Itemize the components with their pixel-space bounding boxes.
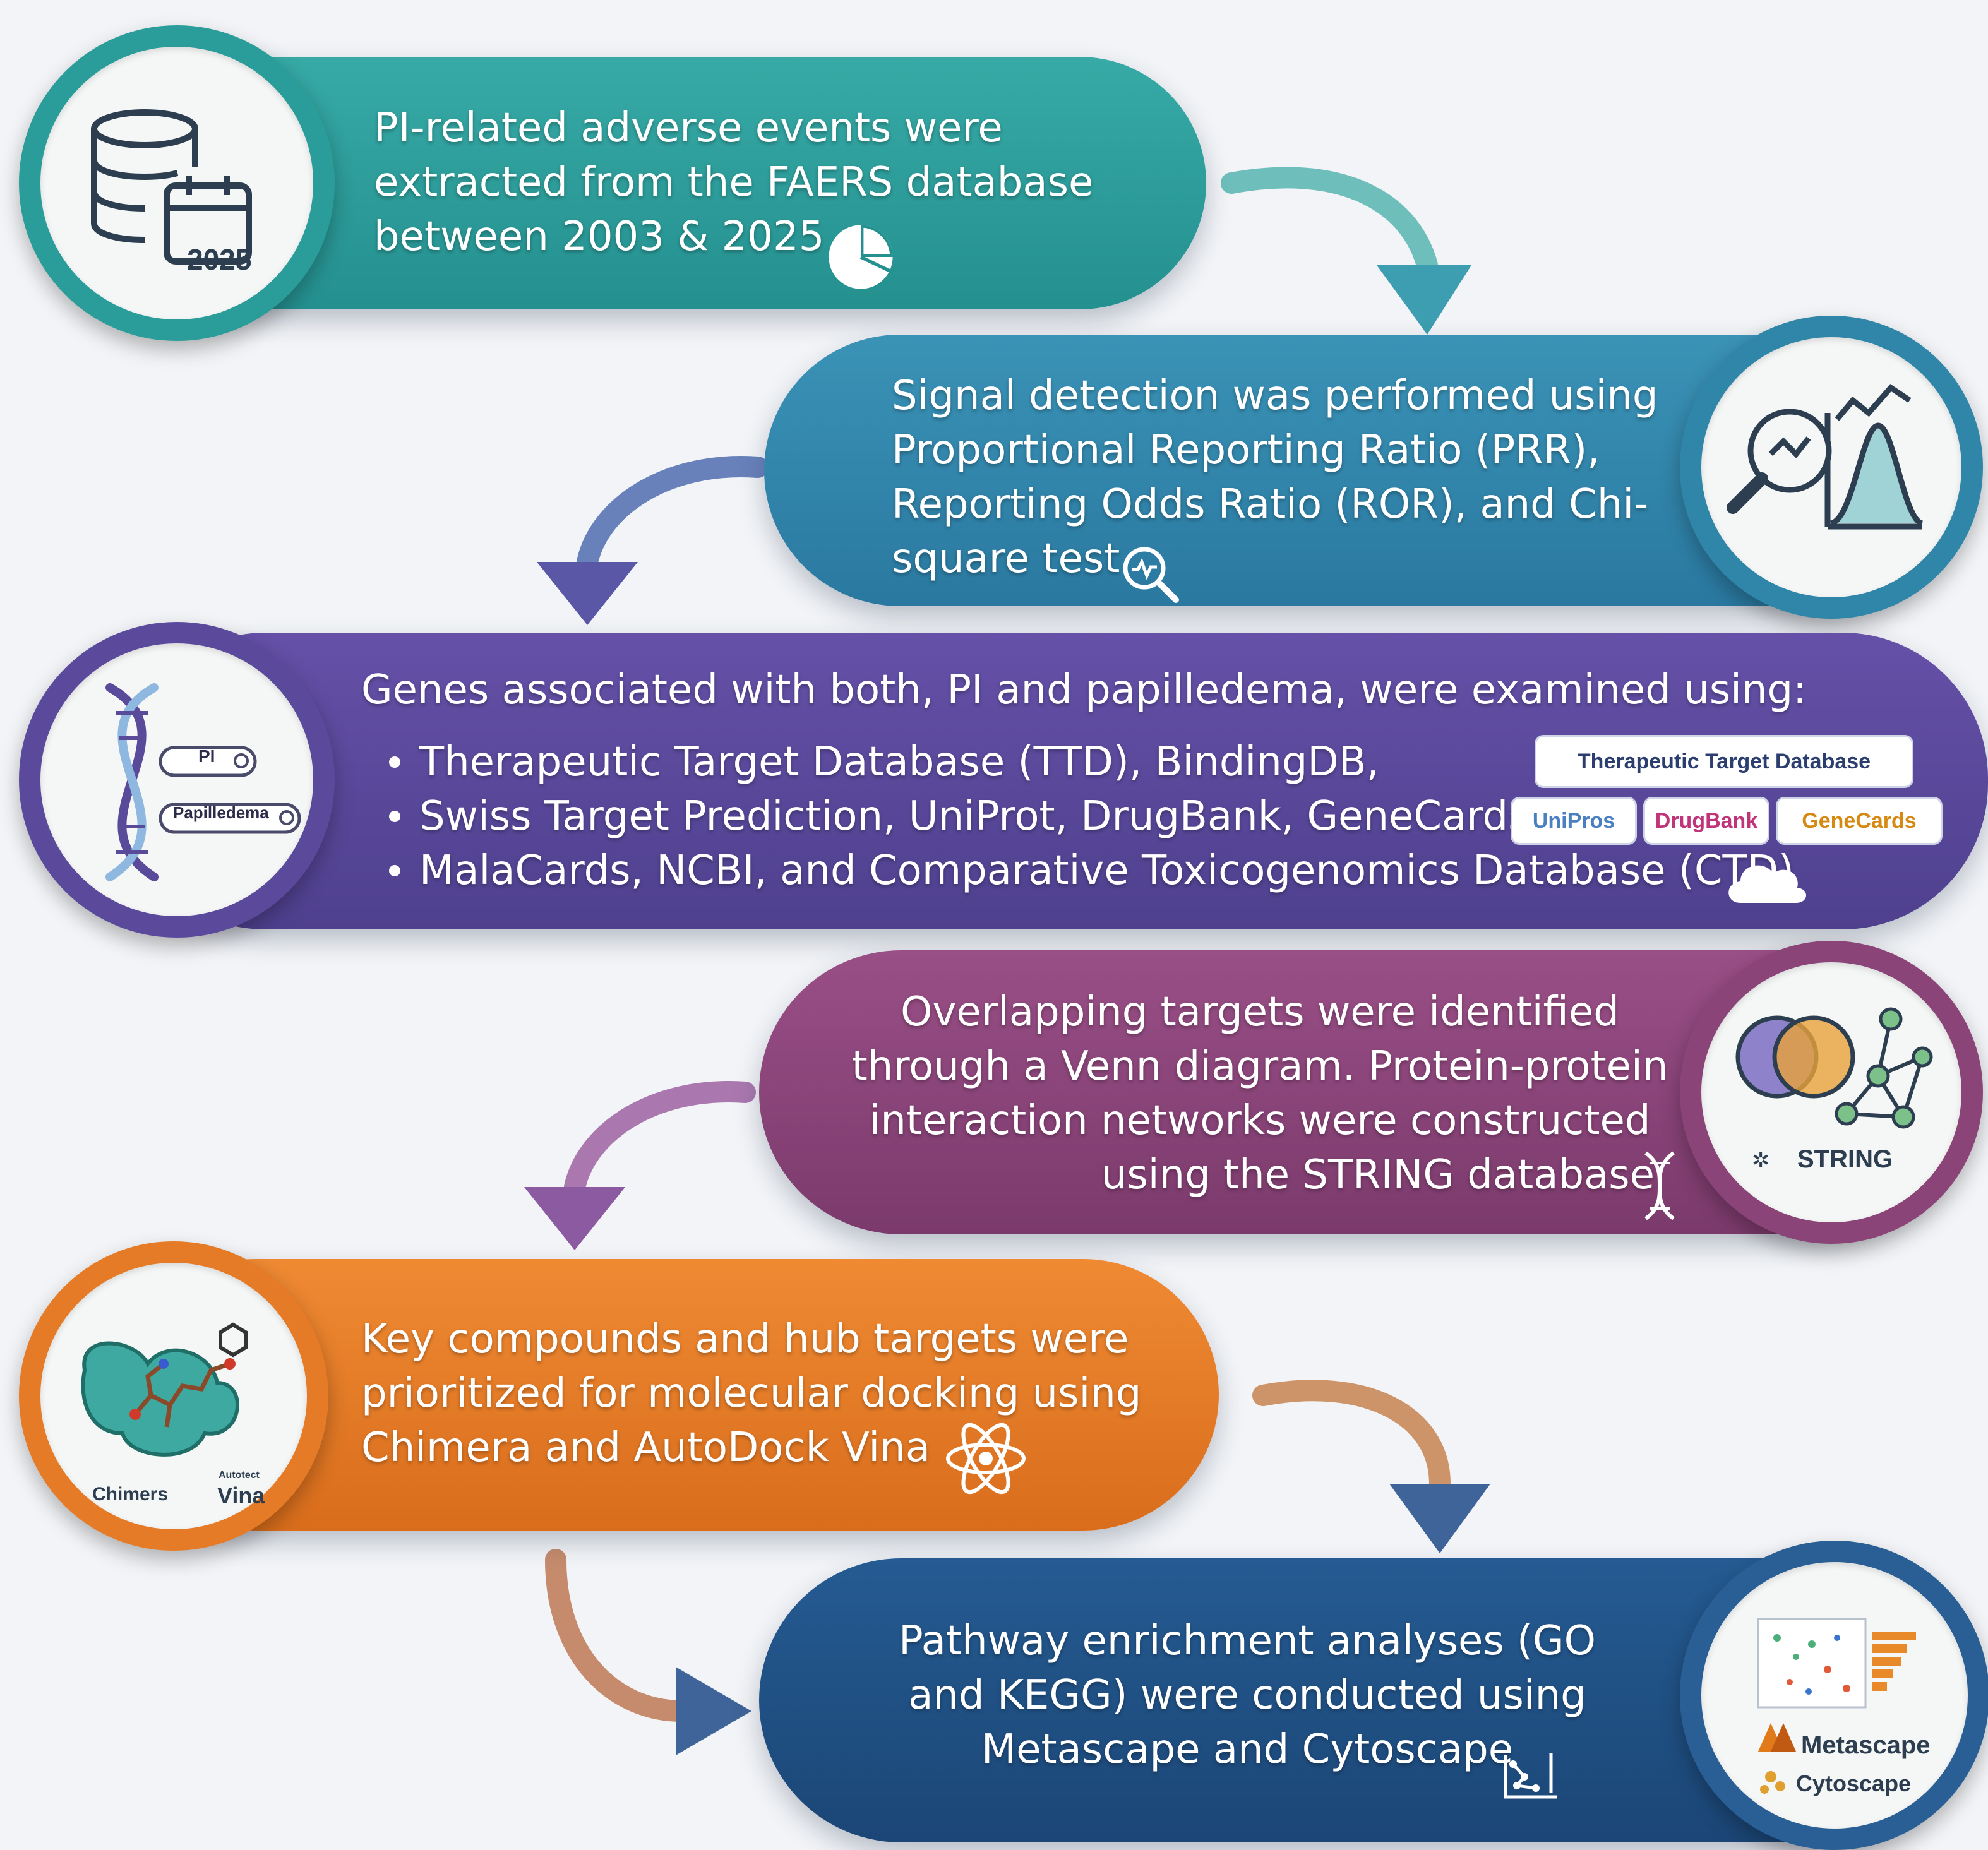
bullet-item-1: Therapeutic Target Database (TTD), Bindi… xyxy=(383,735,1794,789)
step-3-icon-circle: PI Papilledema xyxy=(19,622,335,938)
step-6-text: Pathway enrichment analyses (GO and KEGG… xyxy=(840,1614,1655,1777)
flow-arrow-2 xyxy=(537,456,769,625)
step-1-text: PI-related adverse events were extracted… xyxy=(374,101,1093,264)
step-3-bullets: Therapeutic Target Database (TTD), Bindi… xyxy=(383,735,1794,898)
step-2-line-1: Signal detection was performed using xyxy=(892,373,1658,419)
step-4-text: Overlapping targets were identified thro… xyxy=(840,985,1680,1202)
step-6-icon-circle: Metascape Cytoscape xyxy=(1680,1541,1988,1850)
svg-text:✲: ✲ xyxy=(1752,1148,1770,1173)
cytoscape-logo-text: Cytoscape xyxy=(1796,1770,1912,1796)
step-2-icon-circle xyxy=(1680,316,1983,619)
step-1-line-1: PI-related adverse events were xyxy=(374,105,1003,152)
step-6-line-3: Metascape and Cytoscape xyxy=(981,1726,1514,1773)
search-pulse-icon xyxy=(1123,547,1179,603)
atom-icon xyxy=(946,1423,1026,1495)
step-5-line-2: prioritized for molecular docking using xyxy=(361,1370,1142,1417)
magnifier-distribution-icon xyxy=(1727,384,1924,530)
vina-logo-text: Vina xyxy=(217,1483,265,1508)
step-5-icon-circle: Chimers Autotect Vina xyxy=(19,1241,328,1551)
ttd-logo: Therapeutic Target Database xyxy=(1535,735,1913,788)
chimera-logo-text: Chimers xyxy=(92,1484,169,1505)
bullet-item-3: MalaCards, NCBI, and Comparative Toxicog… xyxy=(383,844,1794,898)
step-6-line-2: and KEGG) were conducted using xyxy=(908,1672,1586,1719)
flow-arrow-3 xyxy=(524,1081,756,1250)
pie-chart-icon xyxy=(829,225,894,289)
step-2-text: Signal detection was performed using Pro… xyxy=(892,369,1658,586)
string-logo-text: STRING xyxy=(1797,1145,1893,1173)
enrichment-chart-icon xyxy=(1757,1618,1916,1794)
protein-ligand-icon xyxy=(81,1322,248,1457)
drugbank-logo: DrugBank xyxy=(1643,797,1769,845)
flow-arrow-1 xyxy=(1221,167,1471,335)
autodock-logo-small-text: Autotect xyxy=(219,1470,260,1481)
flow-arrow-5 xyxy=(545,1549,751,1755)
step-5-text: Key compounds and hub targets were prior… xyxy=(361,1312,1141,1475)
step-4-icon-circle: ✲ STRING xyxy=(1680,941,1983,1244)
uniprot-logo: UniPros xyxy=(1511,797,1637,845)
step-5-line-1: Key compounds and hub targets were xyxy=(361,1316,1129,1363)
venn-network-icon: ✲ xyxy=(1735,1007,1933,1173)
step-4-line-3: interaction networks were constructed xyxy=(869,1097,1651,1144)
search-term-pi: PI xyxy=(198,746,215,766)
calendar-year: 2025 xyxy=(187,243,252,276)
step-3-heading: Genes associated with both, PI and papil… xyxy=(361,667,1807,713)
step-1-line-3: between 2003 & 2025 xyxy=(374,213,825,260)
dna-search-icon xyxy=(105,683,301,881)
step-2-line-4: square test xyxy=(892,535,1120,582)
step-2-line-3: Reporting Odds Ratio (ROR), and Chi- xyxy=(892,481,1649,528)
database-calendar-icon xyxy=(91,109,252,265)
step-2-line-2: Proportional Reporting Ratio (PRR), xyxy=(892,427,1600,474)
step-4-line-1: Overlapping targets were identified xyxy=(901,989,1619,1035)
metascape-logo-text: Metascape xyxy=(1801,1731,1931,1759)
bullet-item-2: Swiss Target Prediction, UniProt, DrugBa… xyxy=(383,789,1794,844)
step-6-line-1: Pathway enrichment analyses (GO xyxy=(899,1618,1596,1664)
flow-arrow-4 xyxy=(1252,1380,1490,1553)
genecards-logo: GeneCards xyxy=(1776,797,1943,845)
dna-icon xyxy=(1644,1151,1675,1220)
network-chart-icon xyxy=(1504,1753,1557,1799)
step-1-line-2: extracted from the FAERS database xyxy=(374,159,1094,206)
step-1-icon-circle: 2025 xyxy=(19,25,335,341)
step-4-line-2: through a Venn diagram. Protein-protein xyxy=(851,1043,1668,1090)
cloud-icon xyxy=(1728,865,1807,903)
search-term-papilledema: Papilledema xyxy=(173,803,269,822)
step-5-line-3: Chimera and AutoDock Vina xyxy=(361,1424,930,1471)
step-4-line-4: using the STRING database xyxy=(1101,1152,1655,1198)
